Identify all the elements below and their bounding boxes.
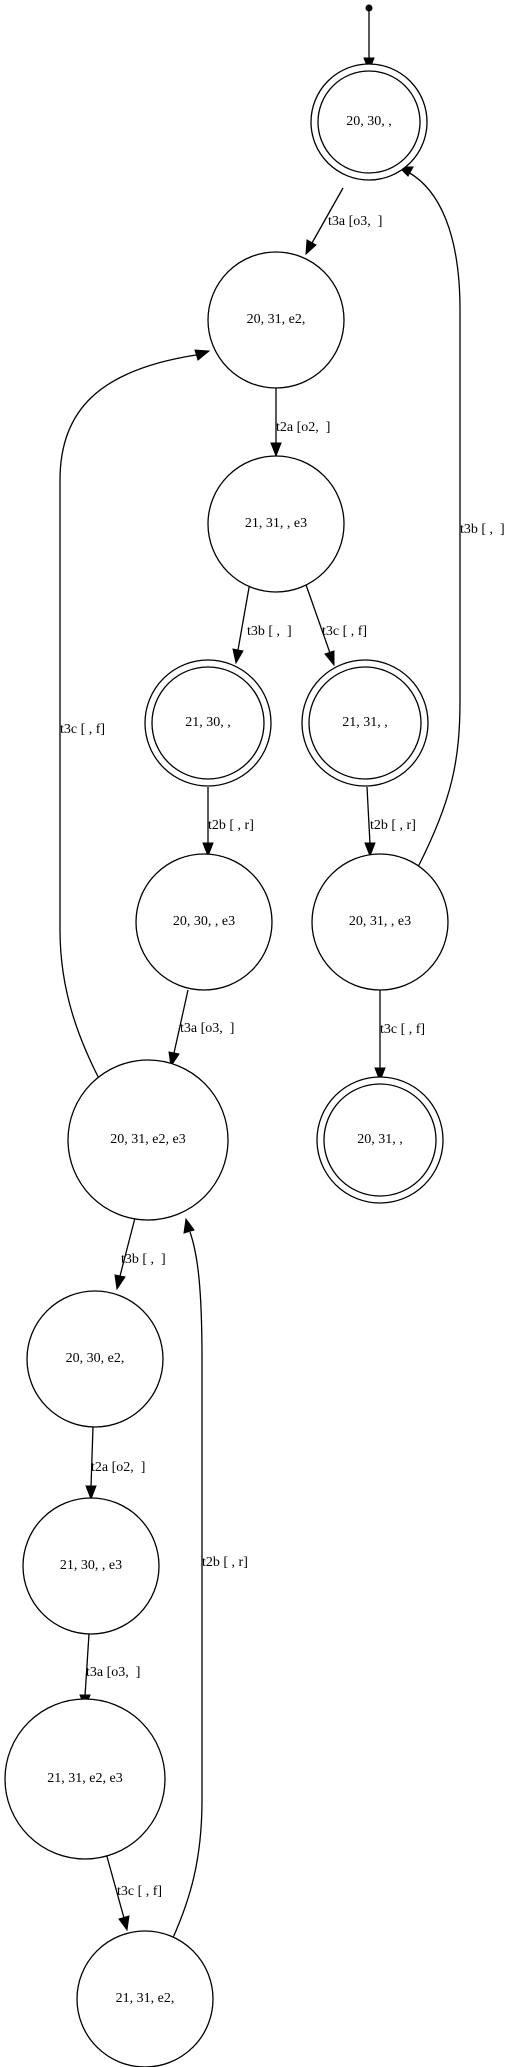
state-label: 20, 31, , e3	[349, 914, 411, 929]
state-node: 20, 31, e2, e3	[67, 1059, 229, 1221]
edge-line	[105, 1852, 125, 1919]
edge-n6-to-n8: t3a [o3, ]	[168, 989, 234, 1068]
state-label: 21, 31, e2,	[116, 1991, 175, 2006]
edge-label: t3c [ , f]	[380, 1022, 425, 1037]
state-node: 20, 31, e2,	[207, 251, 345, 389]
edge-line	[311, 187, 344, 244]
edge-line	[59, 354, 197, 1091]
state-node: 20, 31, , e3	[311, 853, 449, 991]
edge-n1-to-n2: t3a [o3, ]	[305, 187, 382, 256]
edge-line	[237, 581, 251, 651]
state-label: 21, 31, , e3	[245, 516, 307, 531]
edge-line	[90, 1426, 94, 1488]
state-node: 20, 31, ,	[316, 1076, 444, 1204]
edge-label: t3b [ , ]	[121, 1252, 166, 1267]
edge-label: t3a [o3, ]	[86, 1665, 140, 1680]
edge-n7-to-n1: t3b [ , ]	[397, 166, 505, 868]
edge-n8-to-n2: t3c [ , f]	[59, 349, 211, 1091]
edge-label: t3b [ , ]	[460, 522, 505, 537]
edge-line	[119, 1217, 136, 1277]
edge-line	[171, 1231, 203, 1941]
edge-n10-to-n11: t2a [o2, ]	[85, 1426, 145, 1501]
edge-label: t3c [ , f]	[60, 722, 105, 737]
edge-n3-to-n4: t3b [ , ]	[232, 581, 292, 665]
edge-label: t3b [ , ]	[247, 624, 292, 639]
edge-line	[366, 786, 371, 845]
arrowhead	[305, 239, 317, 256]
edge-n2-to-n3: t2a [o2, ]	[270, 388, 330, 458]
start-point	[365, 4, 373, 12]
edge-n8-to-n10: t3b [ , ]	[114, 1217, 166, 1291]
state-label: 20, 31, e2, e3	[110, 1132, 185, 1147]
edge-n3-to-n5: t3c [ , f]	[304, 581, 367, 667]
state-node: 21, 30, , e3	[22, 1497, 160, 1635]
state-label: 21, 30, , e3	[60, 1558, 122, 1573]
state-node: 21, 31, e2, e3	[4, 1698, 166, 1860]
state-label: 20, 30, e2,	[66, 1351, 125, 1366]
state-node: 20, 30, ,	[310, 63, 428, 181]
arrowhead	[85, 1485, 97, 1501]
state-label: 21, 31, e2, e3	[47, 1771, 122, 1786]
arrowhead	[364, 842, 376, 858]
edge-label: t2b [ , r]	[202, 1555, 248, 1570]
edge-label: t3a [o3, ]	[180, 1021, 234, 1036]
edge-line	[84, 1633, 90, 1697]
arrowhead	[194, 349, 211, 361]
edge-n4-to-n6: t2b [ , r]	[202, 787, 254, 858]
arrowhead	[232, 648, 244, 665]
edge-label: t2a [o2, ]	[276, 420, 330, 435]
edge-label: t2b [ , r]	[370, 818, 416, 833]
edge-label: t2a [o2, ]	[91, 1460, 145, 1475]
edge-line	[173, 989, 189, 1054]
edge-n12-to-n13: t3c [ , f]	[105, 1852, 162, 1932]
edge-label: t2b [ , r]	[208, 818, 254, 833]
edge-label: t3c [ , f]	[117, 1884, 162, 1899]
state-label: 20, 30, , e3	[173, 914, 235, 929]
edge-label: t3c [ , f]	[322, 624, 367, 639]
edge-n7-to-n9: t3c [ , f]	[374, 989, 425, 1083]
arrowhead	[114, 1274, 126, 1291]
state-node: 21, 30, ,	[144, 659, 272, 787]
state-node: 21, 31, ,	[301, 659, 429, 787]
state-label: 20, 31, e2,	[247, 312, 306, 327]
edge-line	[304, 581, 331, 654]
edge-n11-to-n12: t3a [o3, ]	[79, 1633, 140, 1710]
state-node: 20, 30, , e3	[135, 853, 273, 991]
state-node: 21, 31, , e3	[207, 455, 345, 593]
arrowhead	[183, 1217, 195, 1234]
state-node: 21, 31, e2,	[76, 1930, 214, 2067]
state-label: 20, 31, ,	[357, 1132, 403, 1147]
arrowhead	[270, 442, 282, 458]
state-label: 21, 31, ,	[342, 715, 388, 730]
arrowhead	[118, 1915, 130, 1932]
edge-line	[407, 171, 461, 868]
state-label: 21, 30, ,	[185, 715, 231, 730]
edge-n13-to-n8: t2b [ , r]	[171, 1217, 248, 1941]
edge-label: t3a [o3, ]	[328, 214, 382, 229]
arrowhead	[374, 1067, 386, 1083]
edge-start-to-n1	[363, 4, 375, 73]
edge-n5-to-n7: t2b [ , r]	[364, 786, 416, 858]
arrowhead	[324, 650, 335, 667]
arrowhead	[168, 1051, 180, 1068]
state-node: 20, 30, e2,	[26, 1290, 164, 1428]
arrowhead	[202, 842, 214, 858]
state-label: 20, 30, ,	[346, 114, 392, 129]
